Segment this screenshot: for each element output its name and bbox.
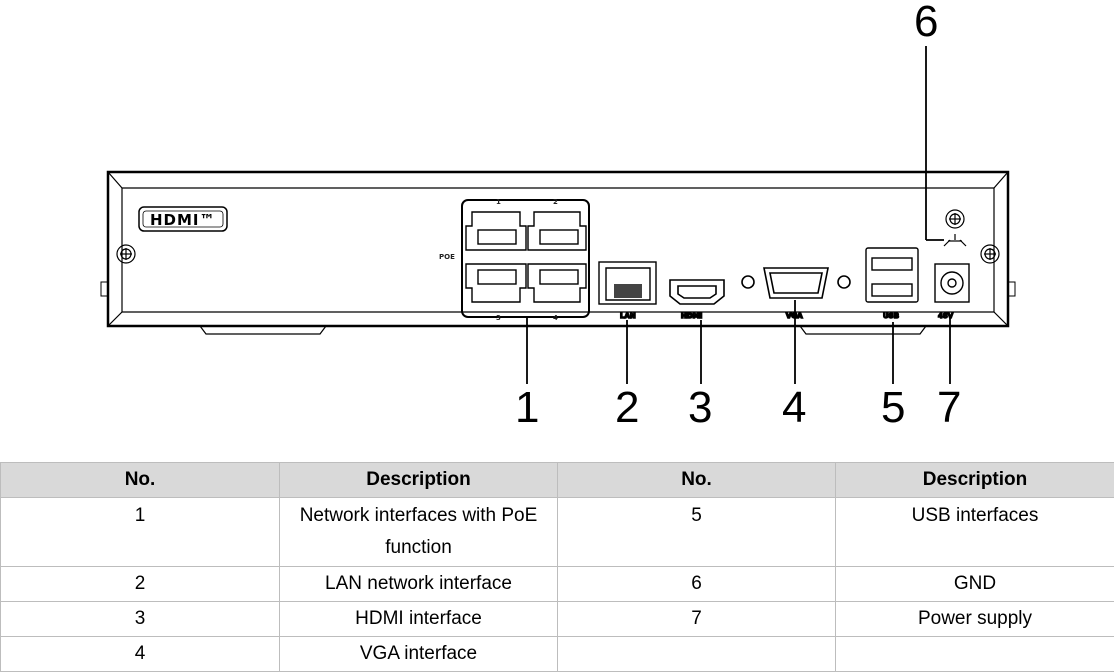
cell-no: 2	[1, 567, 280, 602]
device-rear-panel-diagram: HDMI™ POE 1 2 3 4 LAN	[0, 0, 1114, 440]
cell-no: 6	[558, 567, 836, 602]
header-no-right: No.	[558, 463, 836, 498]
table-header-row: No. Description No. Description	[1, 463, 1114, 498]
rj45-port-icon	[528, 264, 586, 302]
screw-icon	[117, 245, 135, 263]
callout-leader-lines	[527, 46, 950, 384]
cell-no: 4	[1, 637, 280, 672]
power-label: 48V	[938, 312, 954, 320]
cell-description: VGA interface	[280, 637, 558, 672]
cell-no: 5	[558, 498, 836, 567]
cell-description: Network interfaces with PoE function	[280, 498, 558, 567]
poe-label: POE	[439, 253, 455, 261]
port-number-1: 1	[496, 198, 501, 206]
rj45-port-icon	[528, 212, 586, 250]
cell-description: Power supply	[836, 602, 1114, 637]
screw-icon	[981, 245, 999, 263]
rj45-port-icon	[466, 264, 526, 302]
table-row: 3 HDMI interface 7 Power supply	[1, 602, 1114, 637]
callout-2: 2	[615, 383, 639, 432]
cell-description-text: Network interfaces with PoE function	[299, 500, 539, 564]
usb-label: USB	[883, 312, 899, 320]
port-number-3: 3	[496, 314, 501, 322]
cell-description: USB interfaces	[836, 498, 1114, 567]
device-chassis	[101, 172, 1015, 334]
table-row: 1 Network interfaces with PoE function 5…	[1, 498, 1114, 567]
header-no-left: No.	[1, 463, 280, 498]
header-description-right: Description	[836, 463, 1114, 498]
lan-label: LAN	[620, 312, 636, 320]
cell-description	[836, 637, 1114, 672]
cell-description: GND	[836, 567, 1114, 602]
hdmi-port-icon: HDMI	[670, 280, 724, 320]
table-row: 2 LAN network interface 6 GND	[1, 567, 1114, 602]
hdmi-label: HDMI	[681, 312, 702, 320]
port-number-2: 2	[553, 198, 558, 206]
hdmi-logo: HDMI™	[139, 207, 227, 231]
cell-no	[558, 637, 836, 672]
callout-4: 4	[782, 383, 806, 432]
lan-port-icon: LAN	[599, 262, 656, 320]
cell-no: 3	[1, 602, 280, 637]
cell-description: LAN network interface	[280, 567, 558, 602]
callout-5: 5	[881, 383, 905, 432]
rj45-port-icon	[466, 212, 526, 250]
ground-terminal-icon	[944, 210, 966, 246]
poe-port-block: POE 1 2 3 4	[439, 198, 589, 322]
callout-1: 1	[515, 383, 539, 432]
port-number-4: 4	[553, 314, 558, 322]
cell-no: 1	[1, 498, 280, 567]
usb-port-icon: USB	[866, 248, 918, 320]
header-description-left: Description	[280, 463, 558, 498]
interface-description-table: No. Description No. Description 1 Networ…	[0, 462, 1114, 672]
callout-7: 7	[937, 383, 961, 432]
hdmi-logo-text: HDMI™	[150, 211, 216, 229]
callout-6: 6	[914, 0, 938, 46]
table-row: 4 VGA interface	[1, 637, 1114, 672]
callout-3: 3	[688, 383, 712, 432]
cell-description: HDMI interface	[280, 602, 558, 637]
cell-no: 7	[558, 602, 836, 637]
